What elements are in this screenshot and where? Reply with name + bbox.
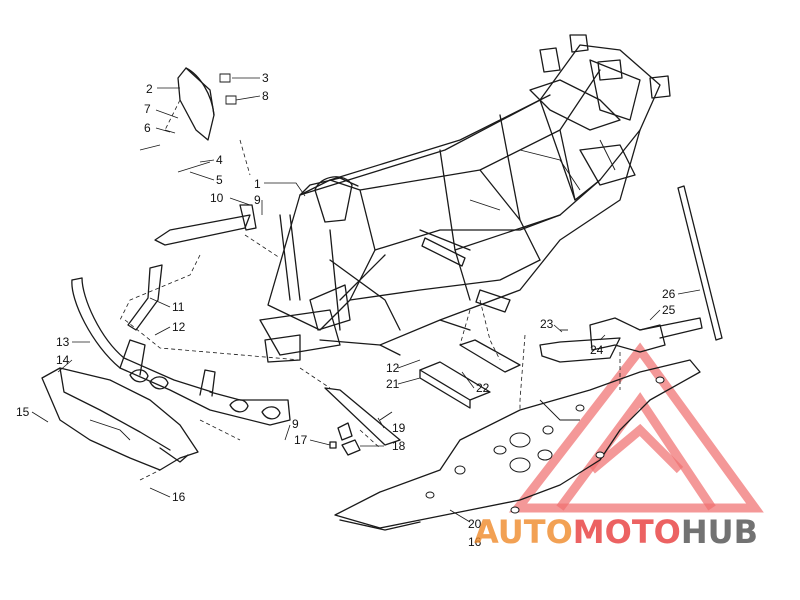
label-26: 26 — [662, 287, 676, 301]
watermark-auto: AUTO — [474, 513, 573, 551]
label-6: 6 — [144, 121, 151, 135]
label-10: 10 — [210, 191, 224, 205]
label-19: 19 — [392, 421, 406, 435]
label-20: 20 — [468, 517, 482, 531]
label-25: 25 — [662, 303, 676, 317]
label-12-mid: 12 — [386, 361, 400, 375]
leader-lines — [31, 77, 701, 523]
label-11: 11 — [172, 300, 185, 314]
watermark-hub: HUB — [680, 513, 759, 551]
label-16-right: 16 — [468, 535, 482, 549]
label-7: 7 — [144, 102, 151, 116]
label-16-left: 16 — [172, 490, 186, 504]
label-9-bottom: 9 — [292, 417, 299, 431]
label-17: 17 — [294, 433, 308, 447]
label-8: 8 — [262, 89, 269, 103]
label-21: 21 — [386, 377, 400, 391]
label-22: 22 — [476, 381, 490, 395]
label-15: 15 — [16, 405, 30, 419]
label-4: 4 — [216, 153, 223, 167]
rear-bracket — [539, 317, 703, 363]
small-hardware — [324, 387, 401, 456]
front-bumper-13 — [71, 277, 291, 426]
label-23: 23 — [540, 317, 554, 331]
label-13: 13 — [56, 335, 70, 349]
watermark-logo — [508, 342, 764, 513]
label-18: 18 — [392, 439, 406, 453]
skid-plate-14 — [41, 367, 199, 471]
support-11 — [127, 264, 163, 331]
label-1: 1 — [254, 177, 261, 191]
skid-plate-20 — [334, 359, 701, 531]
label-3: 3 — [262, 71, 269, 85]
bracket-2 — [139, 67, 237, 173]
label-14: 14 — [56, 353, 70, 367]
label-12-left: 12 — [172, 320, 186, 334]
label-24: 24 — [590, 343, 604, 357]
watermark-moto: MOTO — [572, 513, 681, 551]
main-frame — [259, 34, 671, 363]
label-2: 2 — [146, 82, 153, 96]
watermark-text: AUTOMOTOHUB — [474, 516, 758, 548]
rod-26 — [677, 185, 723, 341]
plates-21-22 — [419, 339, 521, 409]
label-5: 5 — [216, 173, 223, 187]
bracket-10 — [154, 204, 257, 246]
part-labels: 1 2 3 4 5 6 7 8 9 10 11 12 13 14 15 16 1… — [16, 71, 676, 549]
assembly-lines — [119, 99, 621, 481]
label-9-top: 9 — [254, 193, 261, 207]
